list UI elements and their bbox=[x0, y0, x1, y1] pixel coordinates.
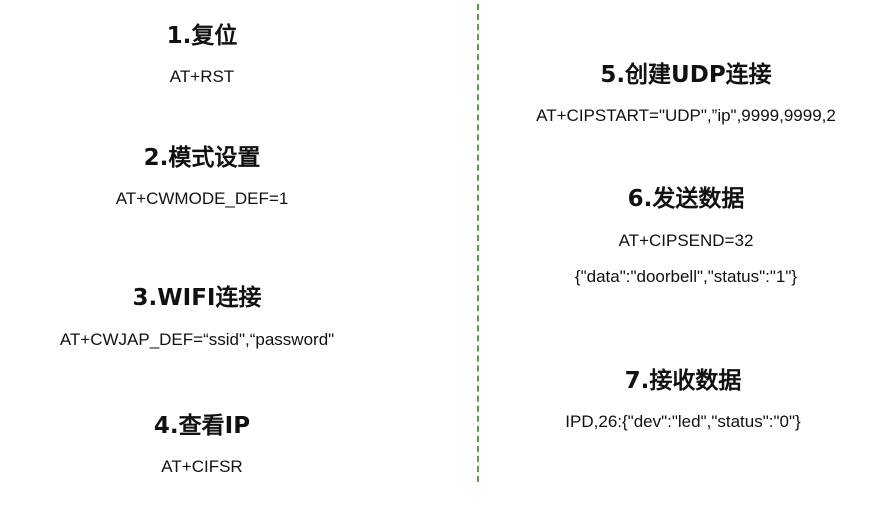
step-2-title: 2.模式设置 bbox=[143, 145, 261, 171]
step-6-command-2: {"data":"doorbell","status":"1"} bbox=[574, 267, 798, 286]
step-6-command-1: AT+CIPSEND=32 bbox=[618, 231, 754, 250]
step-1-command: AT+RST bbox=[169, 67, 235, 86]
step-3-title: 3.WIFI连接 bbox=[132, 285, 262, 311]
step-4-command: AT+CIFSR bbox=[161, 457, 243, 476]
column-divider bbox=[477, 4, 479, 482]
step-1-title: 1.复位 bbox=[166, 23, 238, 49]
step-7-title: 7.接收数据 bbox=[624, 368, 742, 394]
step-4-title: 4.查看IP bbox=[153, 413, 251, 439]
step-2-command: AT+CWMODE_DEF=1 bbox=[115, 189, 289, 208]
step-7-command: IPD,26:{"dev":"led","status":"0"} bbox=[565, 412, 801, 431]
step-3-command: AT+CWJAP_DEF=“ssid",“password" bbox=[59, 330, 335, 349]
step-5-command: AT+CIPSTART="UDP",”ip",9999,9999,2 bbox=[536, 106, 836, 125]
step-6-title: 6.发送数据 bbox=[627, 186, 745, 212]
step-5-title: 5.创建UDP连接 bbox=[600, 62, 772, 88]
